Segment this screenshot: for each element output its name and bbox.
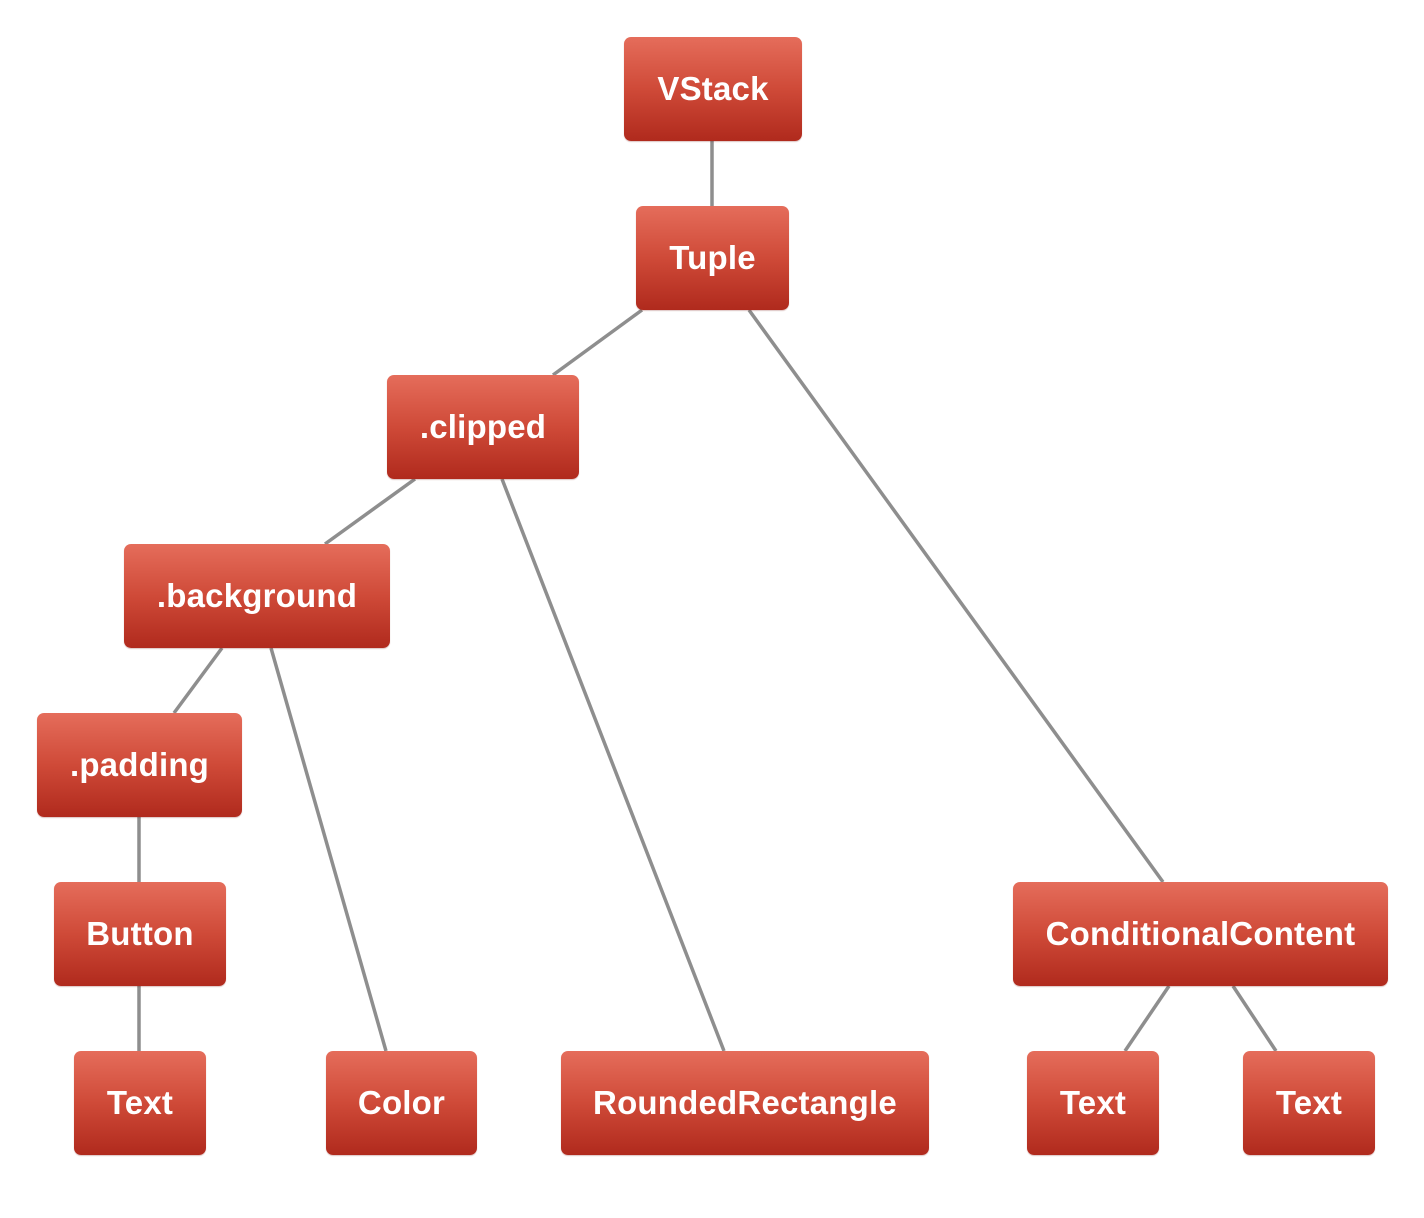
- edge-clipped-rounded-rectangle: [500, 478, 726, 1052]
- node-label: Button: [86, 915, 194, 952]
- edge-clipped-background: [323, 477, 417, 546]
- edge-conditional-content-text-1: [1123, 985, 1171, 1052]
- node-label: Text: [1275, 1084, 1343, 1121]
- node-rounded-rectangle: RoundedRectangle: [561, 1051, 929, 1155]
- node-label: Tuple: [669, 239, 756, 276]
- node-label: .clipped: [419, 408, 547, 445]
- node-label: Color: [357, 1084, 446, 1121]
- node-text-button: Text: [74, 1051, 206, 1155]
- node-label: RoundedRectangle: [593, 1084, 897, 1121]
- node-padding: .padding: [37, 713, 242, 817]
- node-button: Button: [54, 882, 226, 986]
- edge-background-padding: [172, 646, 224, 715]
- edge-background-color: [269, 647, 388, 1052]
- node-vstack: VStack: [624, 37, 802, 141]
- node-label: Text: [106, 1084, 174, 1121]
- node-color: Color: [326, 1051, 477, 1155]
- node-label: Text: [1059, 1084, 1127, 1121]
- node-label: .padding: [69, 746, 210, 783]
- node-background: .background: [124, 544, 390, 648]
- edge-conditional-content-text-2: [1231, 985, 1278, 1052]
- edge-tuple-conditional-content: [747, 308, 1165, 884]
- node-text-conditional-2: Text: [1243, 1051, 1375, 1155]
- node-conditional-content: ConditionalContent: [1013, 882, 1388, 986]
- node-label: .background: [156, 577, 358, 614]
- edge-tuple-clipped: [551, 308, 644, 377]
- node-label: VStack: [657, 70, 769, 107]
- node-tuple: Tuple: [636, 206, 789, 310]
- node-text-conditional-1: Text: [1027, 1051, 1159, 1155]
- node-clipped: .clipped: [387, 375, 579, 479]
- node-label: ConditionalContent: [1045, 915, 1356, 952]
